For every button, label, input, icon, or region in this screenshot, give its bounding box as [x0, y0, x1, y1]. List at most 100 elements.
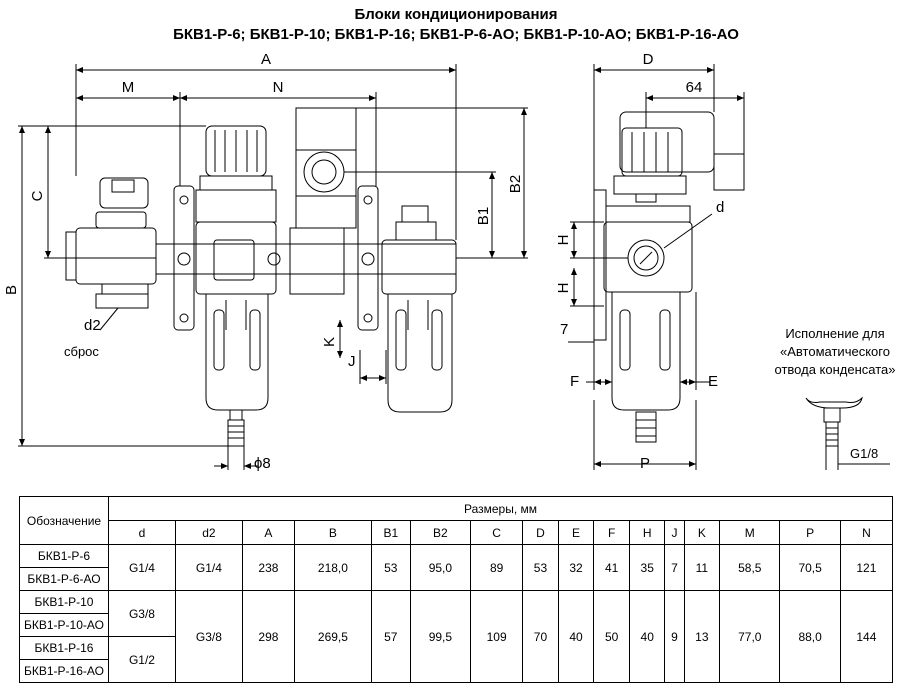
- col-B: B: [293, 520, 372, 545]
- side-view: [568, 64, 745, 470]
- cell-N: 144: [839, 590, 894, 683]
- col-K: K: [683, 520, 721, 545]
- table-row: БКВ1-Р-16 G1/2: [19, 636, 893, 683]
- dim-J: J: [348, 353, 356, 370]
- auto-drain-note: Исполнение для «Автоматического отвода к…: [774, 326, 896, 377]
- cell-D: 70: [522, 590, 559, 683]
- model-cell: БКВ1-Р-10: [19, 590, 109, 614]
- front-view: [18, 64, 528, 470]
- col-M: M: [719, 520, 781, 545]
- cell-M: 58,5: [719, 544, 781, 591]
- cell-F: 41: [593, 544, 630, 591]
- dim-F: F: [570, 373, 579, 390]
- col-B2: B2: [409, 520, 472, 545]
- cell-M: 77,0: [719, 590, 781, 683]
- dim-7: 7: [560, 321, 568, 338]
- col-C: C: [470, 520, 524, 545]
- dim-K: K: [321, 337, 338, 347]
- cell-d2: G1/4: [174, 544, 243, 591]
- dim-P: P: [640, 455, 650, 472]
- sizes-header: Размеры, мм: [108, 496, 893, 521]
- bracket-right: [357, 185, 379, 331]
- dim-64: 64: [686, 79, 703, 96]
- table-columns-row: d d2 A B B1 B2 C D E F H J K M P N: [20, 520, 894, 545]
- model-cell: БКВ1-Р-16: [19, 636, 109, 660]
- dimensions-table: Обозначение Размеры, мм d d2 A B B1 B2 C…: [19, 496, 894, 683]
- cell-B2: 95,0: [409, 544, 472, 591]
- dim-C: C: [29, 190, 46, 201]
- col-J: J: [664, 520, 685, 545]
- cell-B1: 53: [370, 544, 411, 591]
- col-d: d: [108, 520, 176, 545]
- dim-B2: B2: [507, 175, 524, 193]
- cell-d2: G3/8: [174, 590, 243, 683]
- cell-E: 40: [557, 590, 595, 683]
- dim-H-lower: H: [555, 283, 572, 294]
- cell-H: 35: [628, 544, 666, 591]
- page-subtitle: БКВ1-Р-6; БКВ1-Р-10; БКВ1-Р-16; БКВ1-Р-6…: [173, 26, 739, 43]
- cell-C: 89: [470, 544, 524, 591]
- model-cell: БКВ1-Р-6-АО: [19, 567, 109, 591]
- label-d: d: [716, 199, 724, 216]
- label-reset: сброс: [64, 344, 99, 359]
- dim-B1: B1: [475, 207, 492, 225]
- dim-H-upper: H: [555, 235, 572, 246]
- cell-A: 298: [241, 590, 295, 683]
- table-row: БКВ1-Р-16-АО: [19, 659, 893, 683]
- dim-B: B: [3, 285, 20, 295]
- cell-B1: 57: [370, 590, 411, 683]
- col-N: N: [839, 520, 894, 545]
- table-row: БКВ1-Р-6-АО: [19, 567, 893, 591]
- col-P: P: [779, 520, 841, 545]
- col-E: E: [557, 520, 595, 545]
- cell-B: 218,0: [293, 544, 372, 591]
- cell-N: 121: [839, 544, 894, 591]
- col-F: F: [593, 520, 630, 545]
- regulator-unit: [195, 125, 277, 447]
- dim-M: M: [122, 79, 135, 96]
- cell-E: 32: [557, 544, 595, 591]
- bracket-left: [173, 185, 195, 331]
- page-title: Блоки кондиционирования: [354, 6, 558, 23]
- dim-E: E: [708, 373, 718, 390]
- technical-drawing: A M N C B B1 B2 d2 сброс K J ϕ8: [3, 51, 890, 472]
- dim-D: D: [643, 51, 654, 68]
- model-cell: БКВ1-Р-10-АО: [19, 613, 109, 637]
- table-row: БКВ1-Р-6 G1/4 G1/4 238 218,0 53 95,0 89 …: [19, 544, 894, 591]
- cell-P: 88,0: [779, 590, 841, 683]
- cell-H: 40: [628, 590, 666, 683]
- label-d2: d2: [84, 317, 101, 334]
- shutoff-valve: [65, 177, 157, 309]
- cell-J: 7: [664, 544, 685, 591]
- cell-B2: 99,5: [409, 590, 472, 683]
- cell-D: 53: [522, 544, 559, 591]
- label-thread-g18: G1/8: [850, 446, 878, 461]
- cell-d: G1/2: [108, 636, 176, 683]
- col-B1: B1: [370, 520, 411, 545]
- filter-unit: [381, 205, 457, 413]
- col-D: D: [522, 520, 559, 545]
- designation-header: Обозначение: [19, 496, 109, 545]
- table-row: БКВ1-Р-10 G3/8 G3/8 298 269,5 57 99,5 10…: [19, 590, 894, 683]
- cell-B: 269,5: [293, 590, 372, 683]
- cell-K: 11: [683, 544, 721, 591]
- col-d2: d2: [174, 520, 243, 545]
- cell-d: G3/8: [108, 590, 176, 637]
- col-H: H: [628, 520, 666, 545]
- table-header-row: Обозначение Размеры, мм: [19, 496, 893, 545]
- auto-drain-detail: [805, 396, 890, 470]
- cell-A: 238: [241, 544, 295, 591]
- cell-J: 9: [664, 590, 685, 683]
- cell-d: G1/4: [108, 544, 176, 591]
- pressure-switch: [289, 107, 357, 295]
- dim-phi8: ϕ8: [254, 455, 271, 472]
- cell-F: 50: [593, 590, 630, 683]
- col-A: A: [241, 520, 295, 545]
- cell-P: 70,5: [779, 544, 841, 591]
- model-cell: БКВ1-Р-16-АО: [19, 659, 109, 683]
- dim-A: A: [261, 51, 271, 68]
- model-cell: БКВ1-Р-6: [19, 544, 109, 568]
- cell-C: 109: [470, 590, 524, 683]
- cell-K: 13: [683, 590, 721, 683]
- dim-N: N: [273, 79, 284, 96]
